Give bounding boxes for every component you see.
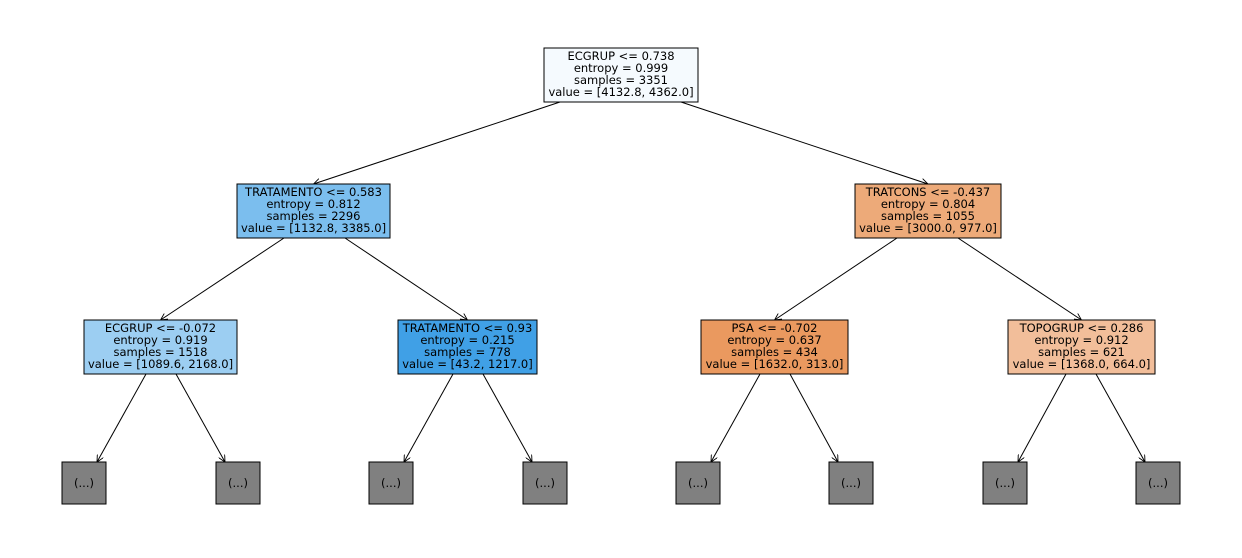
truncated-node: (...) xyxy=(1135,461,1181,505)
tree-node-line: ECGRUP <= -0.072 xyxy=(105,321,216,335)
truncated-node-box xyxy=(828,461,874,505)
truncated-node: (...) xyxy=(982,461,1028,505)
tree-edge xyxy=(957,237,1082,320)
tree-node-line: entropy = 0.999 xyxy=(574,61,668,75)
tree-node-line: TRATAMENTO <= 0.583 xyxy=(244,185,382,199)
truncated-node-box xyxy=(675,461,721,505)
truncated-node-box xyxy=(368,461,414,505)
truncated-node-box xyxy=(61,461,107,505)
truncated-node-label: (...) xyxy=(841,476,861,490)
tree-node-box xyxy=(700,319,849,375)
tree-node-line: value = [1132.8, 3385.0] xyxy=(241,221,386,235)
truncated-node-label: (...) xyxy=(228,476,248,490)
tree-node-line: TRATAMENTO <= 0.93 xyxy=(402,321,533,335)
tree-edge xyxy=(97,373,147,462)
truncated-node-box xyxy=(1135,461,1181,505)
tree-node-line: entropy = 0.215 xyxy=(420,333,514,347)
tree-node-line: value = [1368.0, 664.0] xyxy=(1013,357,1151,371)
tree-node-line: samples = 2296 xyxy=(266,209,360,223)
tree-node-line: value = [1632.0, 313.0] xyxy=(706,357,844,371)
truncated-node: (...) xyxy=(675,461,721,505)
tree-edge xyxy=(482,373,532,462)
tree-node-line: samples = 434 xyxy=(731,345,818,359)
tree-node-line: entropy = 0.804 xyxy=(881,197,975,211)
tree-edge xyxy=(775,237,898,320)
truncated-node-label: (...) xyxy=(995,476,1015,490)
tree-node-line: TRATCONS <= -0.437 xyxy=(865,185,991,199)
truncated-node: (...) xyxy=(368,461,414,505)
tree-node-line: entropy = 0.912 xyxy=(1034,333,1128,347)
truncated-node-label: (...) xyxy=(1148,476,1168,490)
truncated-node-label: (...) xyxy=(74,476,94,490)
truncated-node-label: (...) xyxy=(535,476,555,490)
tree-node-line: value = [1089.6, 2168.0] xyxy=(88,357,233,371)
truncated-node-box xyxy=(522,461,568,505)
truncated-node: (...) xyxy=(522,461,568,505)
tree-node-line: value = [3000.0, 977.0] xyxy=(859,221,997,235)
truncated-node: (...) xyxy=(215,461,261,505)
tree-edge xyxy=(711,373,761,462)
tree-node-line: samples = 621 xyxy=(1038,345,1125,359)
tree-edge xyxy=(344,237,468,320)
tree-node-line: value = [4132.8, 4362.0] xyxy=(548,85,693,99)
tree-node-line: samples = 1518 xyxy=(113,345,207,359)
tree-node-line: entropy = 0.919 xyxy=(113,333,207,347)
tree-node-line: samples = 3351 xyxy=(574,73,668,87)
tree-node-box xyxy=(397,319,538,375)
tree-node-box xyxy=(1007,319,1156,375)
tree-node-line: value = [43.2, 1217.0] xyxy=(402,357,533,371)
tree-node-line: TOPOGRUP <= 0.286 xyxy=(1019,321,1144,335)
tree-node-box xyxy=(543,47,699,103)
tree-edge xyxy=(314,101,561,184)
tree-node-box xyxy=(83,319,238,375)
tree-edge xyxy=(161,237,285,320)
tree-node-line: PSA <= -0.702 xyxy=(732,321,818,335)
truncated-node: (...) xyxy=(828,461,874,505)
truncated-node-box xyxy=(215,461,261,505)
tree-node-line: ECGRUP <= 0.738 xyxy=(567,49,674,63)
tree-node-line: entropy = 0.812 xyxy=(266,197,360,211)
truncated-node-box xyxy=(982,461,1028,505)
tree-edge xyxy=(175,373,225,462)
truncated-node: (...) xyxy=(61,461,107,505)
tree-node-line: entropy = 0.637 xyxy=(727,333,821,347)
tree-edge xyxy=(404,373,454,462)
truncated-node-label: (...) xyxy=(381,476,401,490)
tree-node-line: samples = 778 xyxy=(424,345,511,359)
tree-node-box xyxy=(236,183,391,239)
tree-edge xyxy=(1095,373,1145,462)
tree-node-box xyxy=(854,183,1002,239)
truncated-node-label: (...) xyxy=(688,476,708,490)
tree-edge xyxy=(680,101,928,184)
tree-edge xyxy=(789,373,838,462)
tree-edge xyxy=(1018,373,1067,462)
tree-node-line: samples = 1055 xyxy=(881,209,975,223)
